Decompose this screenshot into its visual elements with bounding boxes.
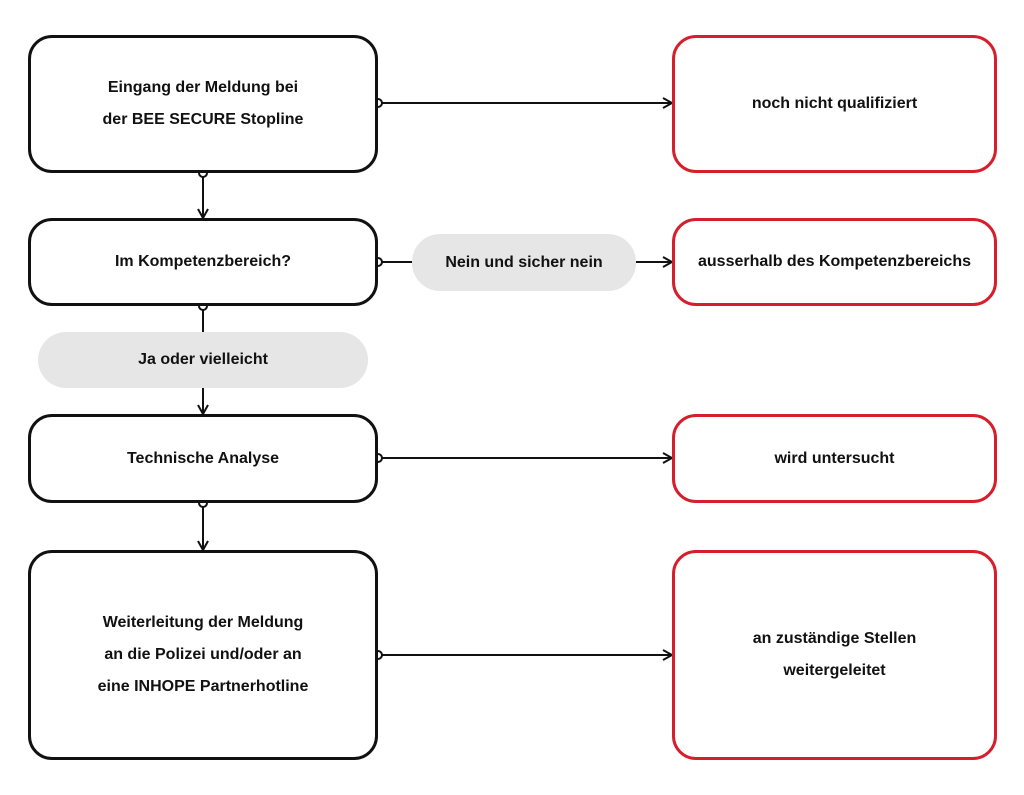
outcome-weitergeleitet-line2: weitergeleitet xyxy=(783,662,886,679)
outcome-nicht-qualifiziert-label: noch nicht qualifiziert xyxy=(751,95,918,112)
outcome-weitergeleitet-line1: an zuständige Stellen xyxy=(752,630,917,647)
outcome-weitergeleitet-box: an zuständige Stellen weitergeleitet xyxy=(672,550,997,760)
step-eingang-line2: der BEE SECURE Stopline xyxy=(102,111,304,128)
outcome-untersucht-label: wird untersucht xyxy=(774,449,895,467)
step-kompetenz-box: Im Kompetenzbereich? xyxy=(28,218,378,306)
step-weiterleitung-box: Weiterleitung der Meldung an die Polizei… xyxy=(28,550,378,760)
step-weiterleitung-line3: eine INHOPE Partnerhotline xyxy=(97,678,309,695)
step-eingang-box: Eingang der Meldung bei der BEE SECURE S… xyxy=(28,35,378,173)
step-weiterleitung-line2: an die Polizei und/oder an xyxy=(104,646,302,663)
decision-yes-pill: Ja oder vielleicht xyxy=(38,332,368,388)
step-eingang-line1: Eingang der Meldung bei xyxy=(107,79,299,96)
step-weiterleitung-line1: Weiterleitung der Meldung xyxy=(102,614,304,631)
step-analyse-label: Technische Analyse xyxy=(126,449,280,467)
outcome-untersucht-box: wird untersucht xyxy=(672,414,997,503)
outcome-ausserhalb-box: ausserhalb des Kompetenzbereichs xyxy=(672,218,997,306)
outcome-ausserhalb-label: ausserhalb des Kompetenzbereichs xyxy=(698,253,971,270)
step-analyse-box: Technische Analyse xyxy=(28,414,378,503)
decision-no-label: Nein und sicher nein xyxy=(445,253,603,271)
decision-yes-label: Ja oder vielleicht xyxy=(138,351,268,368)
decision-no-pill: Nein und sicher nein xyxy=(412,234,636,291)
outcome-nicht-qualifiziert-box: noch nicht qualifiziert xyxy=(672,35,997,173)
step-kompetenz-label: Im Kompetenzbereich? xyxy=(114,253,292,270)
